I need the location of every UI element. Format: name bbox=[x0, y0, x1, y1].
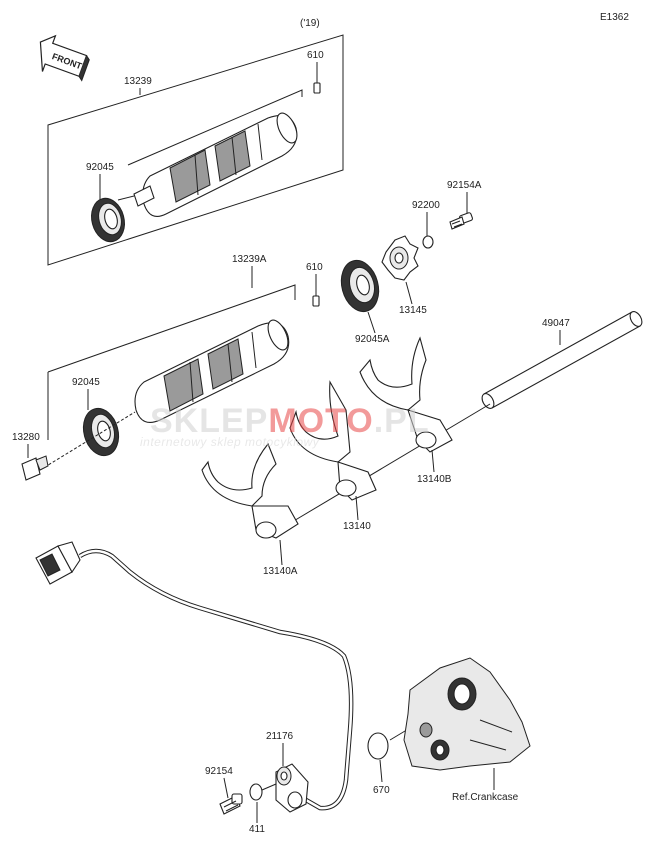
bolt-92154A bbox=[449, 212, 473, 230]
bearing-92045-top bbox=[91, 197, 125, 243]
gear-position-connector bbox=[35, 541, 81, 585]
label-92154A: 92154A bbox=[447, 180, 482, 191]
label-13239: 13239 bbox=[124, 76, 152, 87]
watermark: SKLEPMOTO.PL internetowy sklep motocyklo… bbox=[140, 402, 430, 449]
watermark-brand-b: MOTO bbox=[268, 402, 373, 440]
oring-411 bbox=[249, 783, 263, 801]
label-92154: 92154 bbox=[205, 766, 233, 777]
washer-92200 bbox=[422, 235, 434, 249]
group-13239-outline bbox=[47, 34, 344, 266]
label-411: 411 bbox=[249, 824, 265, 835]
pin-610-mid bbox=[312, 295, 320, 307]
label-92200: 92200 bbox=[412, 200, 440, 211]
label-ref-crankcase: Ref.Crankcase bbox=[452, 792, 519, 803]
label-13140A: 13140A bbox=[263, 566, 298, 577]
group-13239A-bracket bbox=[47, 284, 296, 373]
label-92045A: 92045A bbox=[355, 334, 390, 345]
watermark-brand-a: SKLEP bbox=[150, 402, 268, 440]
label-13145: 13145 bbox=[399, 305, 427, 316]
shift-fork-13140A bbox=[201, 442, 299, 539]
front-arrow-icon: FRONT bbox=[39, 34, 90, 82]
group-13239-bracket bbox=[127, 89, 303, 166]
label-13140B: 13140B bbox=[417, 474, 452, 485]
shift-drum-13239 bbox=[117, 112, 298, 217]
label-610-mid: 610 bbox=[306, 262, 323, 273]
label-13280: 13280 bbox=[12, 432, 40, 443]
watermark-tagline: internetowy sklep motocyklowy bbox=[140, 435, 320, 449]
sensor-21176 bbox=[275, 763, 309, 813]
plug-13280 bbox=[21, 455, 49, 481]
label-21176: 21176 bbox=[266, 731, 294, 742]
label-92045-mid: 92045 bbox=[72, 377, 100, 388]
svg-text:SKLEPMOTO.PL: SKLEPMOTO.PL bbox=[150, 402, 430, 440]
watermark-brand-c: .PL bbox=[374, 402, 430, 440]
bearing-92045A bbox=[340, 259, 380, 313]
crankcase-reference bbox=[403, 657, 531, 771]
label-13239A: 13239A bbox=[232, 254, 267, 265]
shift-rod-49047 bbox=[481, 311, 643, 409]
shift-star-13145 bbox=[381, 235, 419, 281]
model-year-note: ('19) bbox=[300, 18, 320, 29]
bolt-92154 bbox=[219, 793, 243, 815]
label-92045-top: 92045 bbox=[86, 162, 114, 173]
label-49047: 49047 bbox=[542, 318, 570, 329]
shift-drum-13239A bbox=[134, 319, 290, 423]
label-670: 670 bbox=[373, 785, 390, 796]
shift-fork-13140 bbox=[289, 380, 377, 501]
bearing-92045-mid bbox=[82, 407, 120, 457]
shift-fork-13140B bbox=[359, 336, 453, 453]
label-610-top: 610 bbox=[307, 50, 324, 61]
oring-670 bbox=[367, 732, 389, 760]
diagram-id: E1362 bbox=[600, 12, 629, 23]
pin-610-top bbox=[313, 82, 321, 94]
label-13140: 13140 bbox=[343, 521, 371, 532]
